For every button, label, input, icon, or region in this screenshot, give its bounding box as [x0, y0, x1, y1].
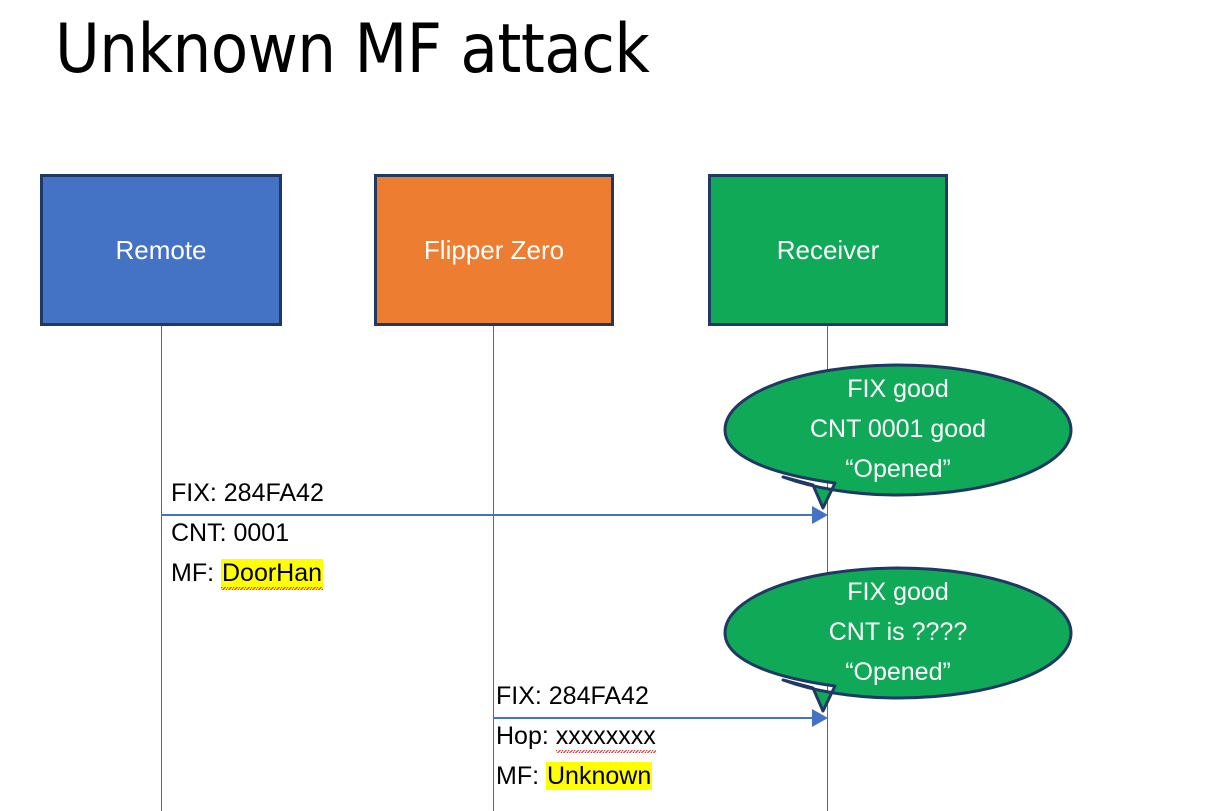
mf-label-2: MF: — [496, 762, 546, 790]
actor-box-receiver[interactable]: Receiver — [708, 174, 948, 326]
hop-value: xxxxxxxx — [555, 722, 656, 753]
arrow-head-remote-to-receiver — [812, 506, 828, 524]
actor-label-flipper: Flipper Zero — [423, 235, 565, 265]
message-line-hop: Hop: xxxxxxxx — [496, 716, 656, 756]
speech-bubble-shape-2 — [723, 566, 1073, 713]
page-title: Unknown MF attack — [55, 10, 650, 89]
speech-bubble-receiver-1[interactable]: FIX good CNT 0001 good “Opened” — [723, 363, 1073, 513]
speech-bubble-shape-1 — [723, 363, 1073, 510]
mf-value-unknown: Unknown — [546, 762, 653, 790]
actor-box-remote[interactable]: Remote — [40, 174, 282, 326]
mf-label: MF: — [171, 559, 221, 587]
message-line-mf: MF: DoorHan — [171, 553, 324, 593]
message-line-mf-2: MF: Unknown — [496, 756, 656, 796]
speech-bubble-receiver-2[interactable]: FIX good CNT is ???? “Opened” — [723, 566, 1073, 716]
message-label-remote-to-receiver: FIX: 284FA42 CNT: 0001 MF: DoorHan — [171, 473, 324, 593]
message-label-flipper-to-receiver: FIX: 284FA42 Hop: xxxxxxxx MF: Unknown — [496, 676, 656, 796]
message-line-fix-2: FIX: 284FA42 — [496, 682, 649, 710]
arrow-remote-to-receiver — [161, 514, 816, 516]
lifeline-flipper — [493, 326, 494, 811]
arrow-flipper-to-receiver — [493, 717, 816, 719]
message-line-cnt: CNT: 0001 — [171, 519, 290, 547]
lifeline-receiver — [827, 326, 828, 811]
arrow-head-flipper-to-receiver — [812, 709, 828, 727]
mf-value-doorhan: DoorHan — [221, 559, 324, 590]
actor-box-flipper[interactable]: Flipper Zero — [374, 174, 614, 326]
message-line-fix: FIX: 284FA42 — [171, 479, 324, 507]
hop-label: Hop: — [496, 722, 556, 750]
actor-label-remote: Remote — [115, 235, 207, 265]
actor-label-receiver: Receiver — [776, 235, 880, 265]
lifeline-remote — [161, 326, 162, 811]
